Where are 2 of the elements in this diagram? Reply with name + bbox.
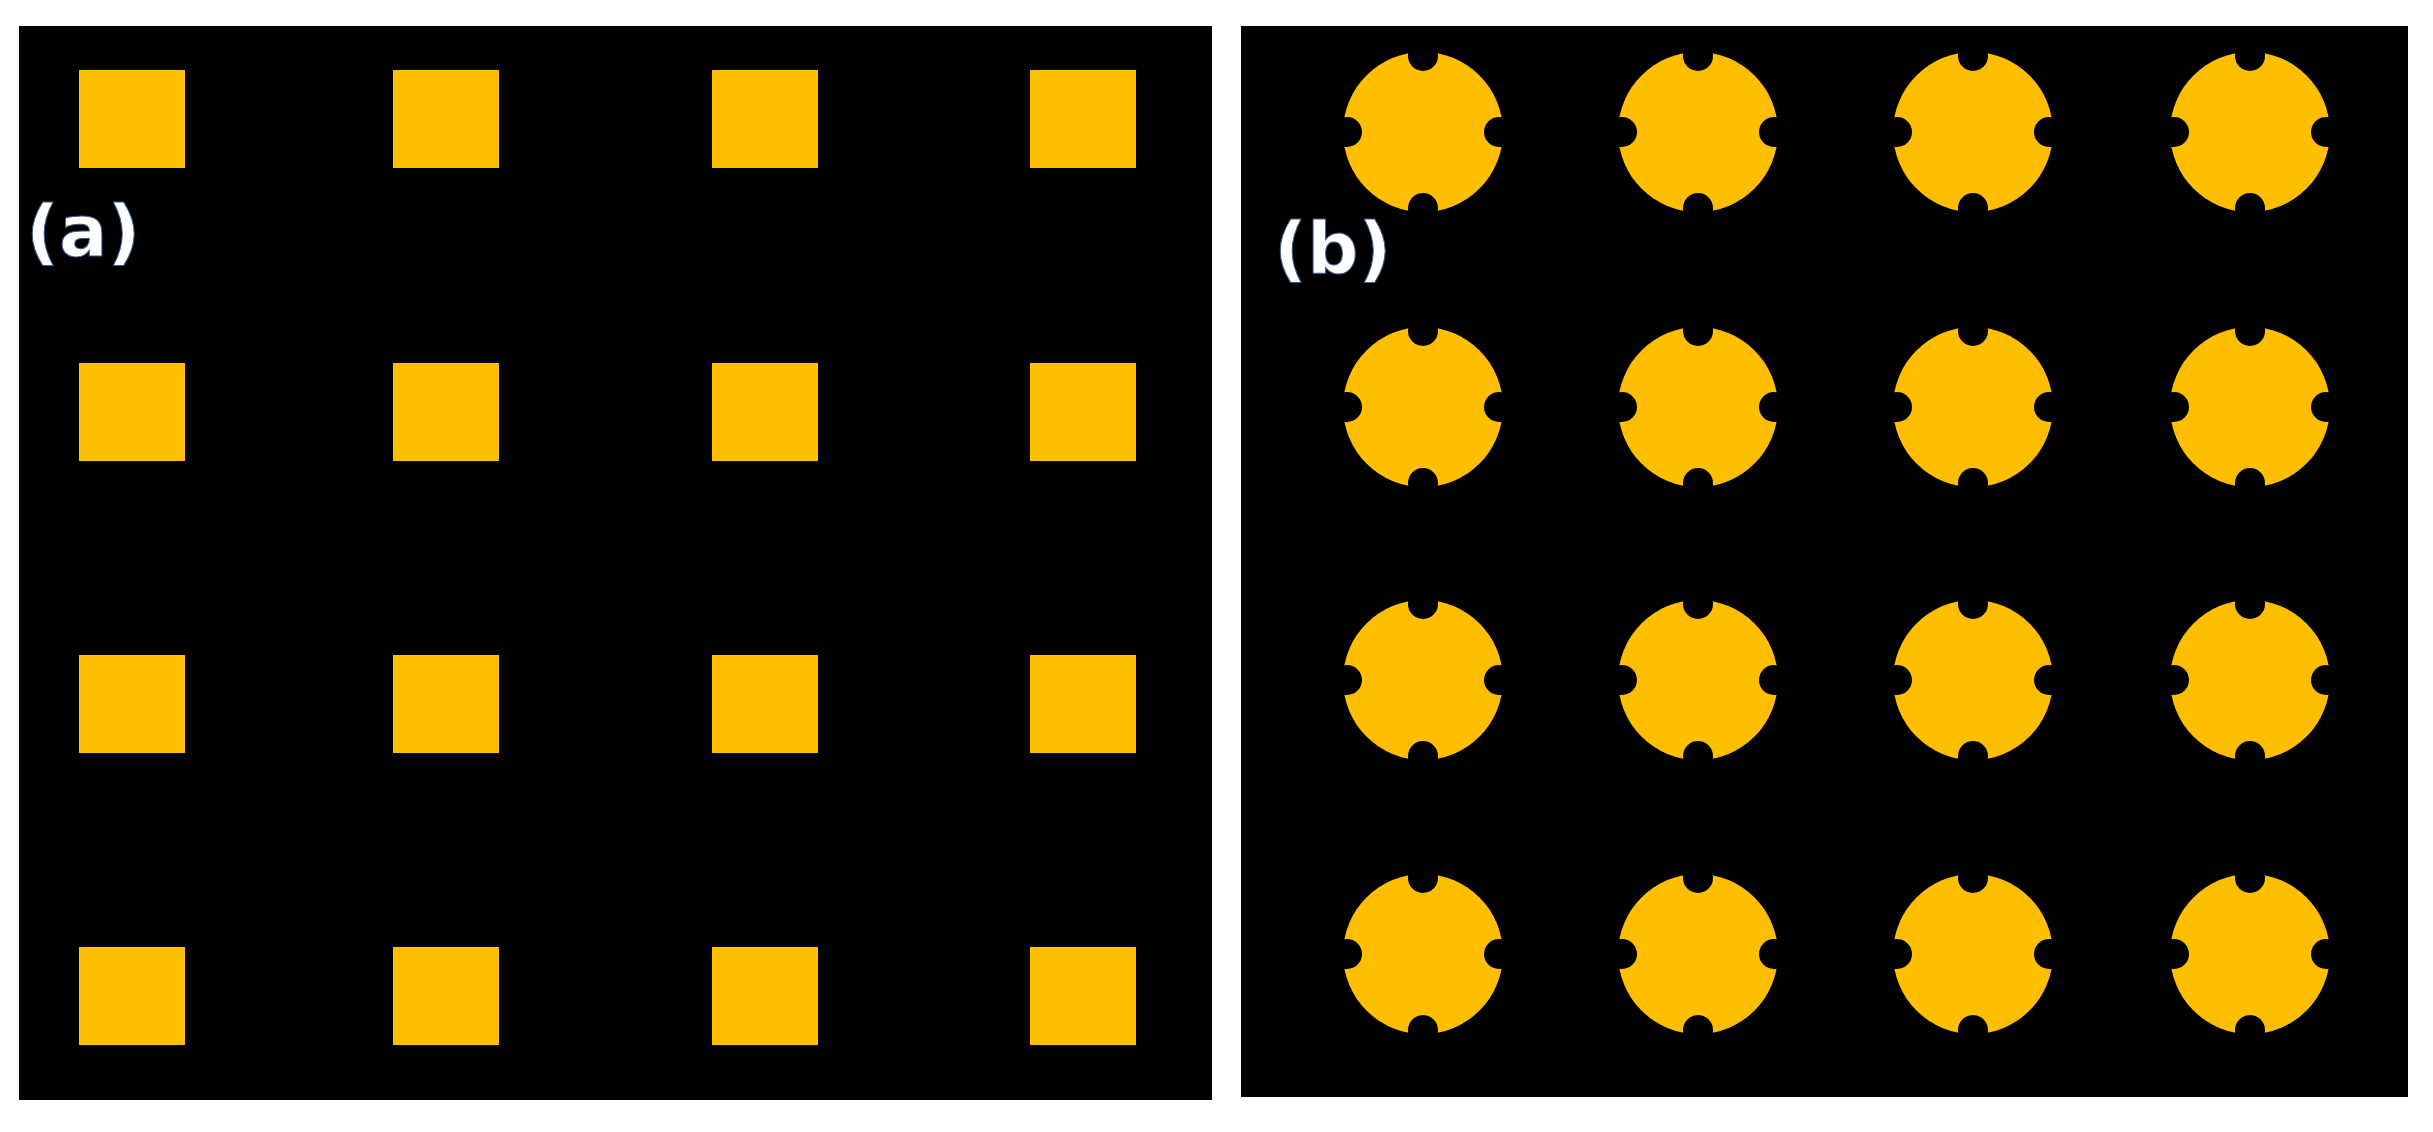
panel-label: (a): [26, 195, 141, 267]
panel-label: (b): [1274, 212, 1392, 284]
